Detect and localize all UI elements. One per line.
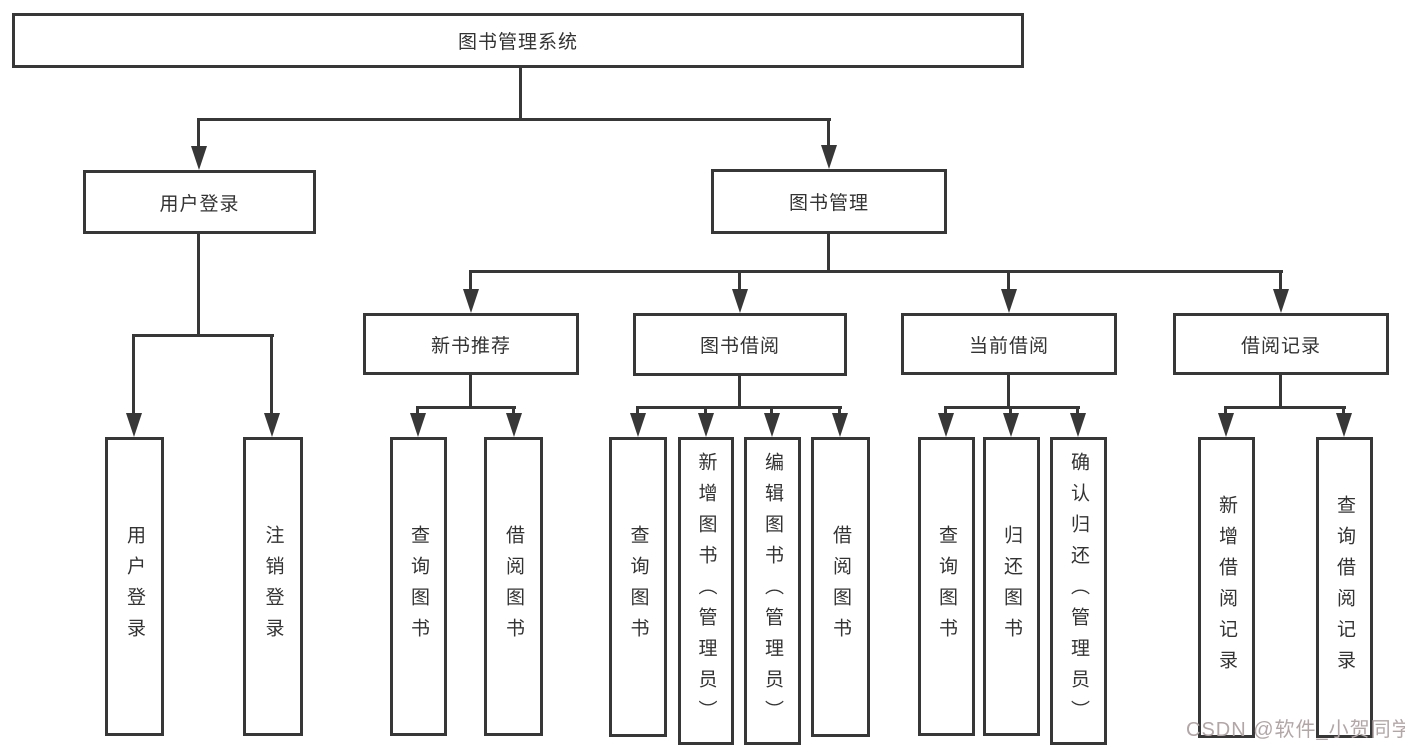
node-book-borrow: 图书借阅 <box>633 313 847 376</box>
connector-stem-leaf-user-login <box>132 334 135 416</box>
connector-stem-bb-borrow <box>838 406 841 416</box>
node-book-borrow-label: 图书借阅 <box>699 336 780 357</box>
leaf-new-book-borrow-books-label: 借阅图书 <box>503 524 524 649</box>
connector-borrow-records-horizontal <box>1224 406 1346 409</box>
node-new-book-recommend-label: 新书推荐 <box>430 335 511 357</box>
connector-stem-book-management <box>827 118 830 148</box>
leaf-borrow-edit-books-admin: 编辑图书（管理员） <box>744 437 801 745</box>
connector-stem-bb-edit <box>770 406 773 416</box>
connector-stem-cb-query <box>944 406 947 416</box>
leaf-records-query-record-label: 查询借阅记录 <box>1334 494 1355 681</box>
node-book-management: 图书管理 <box>711 169 947 234</box>
connector-stem-cb-confirm <box>1076 406 1079 416</box>
node-borrow-records-label: 借阅记录 <box>1240 335 1321 357</box>
leaf-records-add-record: 新增借阅记录 <box>1198 437 1255 738</box>
connector-level2-horizontal <box>197 118 831 121</box>
arrowhead-current-borrow <box>1001 289 1017 313</box>
connector-stem-new-book <box>469 270 472 292</box>
leaf-borrow-borrow-books: 借阅图书 <box>811 437 870 737</box>
connector-stem-borrow-records <box>1279 270 1282 292</box>
node-root-label: 图书管理系统 <box>457 32 578 53</box>
connector-stem-book-borrow <box>738 270 741 292</box>
leaf-borrow-query-books-label: 查询图书 <box>627 525 649 649</box>
leaf-user-login-label: 用户登录 <box>124 524 145 649</box>
arrowhead-bb-add <box>698 413 714 437</box>
arrowhead-bb-query <box>630 413 646 437</box>
node-user-login-label: 用户登录 <box>159 193 240 215</box>
arrowhead-bb-edit <box>764 413 780 437</box>
connector-book-borrow-horizontal <box>636 406 842 409</box>
connector-stem-leaf-logout <box>270 334 273 416</box>
leaf-borrow-edit-books-admin-label: 编辑图书（管理员） <box>762 451 783 731</box>
leaf-logout-label: 注销登录 <box>262 524 284 649</box>
connector-stem-bb-query <box>636 406 639 416</box>
connector-stem-user-login <box>197 118 200 148</box>
node-user-login: 用户登录 <box>83 170 316 234</box>
arrowhead-book-borrow <box>732 289 748 313</box>
connector-stem-bb-add <box>704 406 707 416</box>
leaf-current-query-books-label: 查询图书 <box>936 524 957 649</box>
arrowhead-borrow-records <box>1273 289 1289 313</box>
node-current-borrow: 当前借阅 <box>901 313 1117 375</box>
arrowhead-cb-confirm <box>1070 413 1086 437</box>
node-book-management-label: 图书管理 <box>788 193 869 214</box>
connector-stem-cb-return <box>1009 406 1012 416</box>
arrowhead-nb-query <box>410 413 426 437</box>
connector-stem-br-add <box>1224 406 1227 416</box>
connector-stem-nb-borrow <box>512 406 515 416</box>
leaf-borrow-add-books-admin-label: 新增图书（管理员） <box>695 451 717 731</box>
leaf-new-book-query-books: 查询图书 <box>390 437 447 736</box>
connector-user-login-horizontal <box>132 334 274 337</box>
leaf-current-query-books: 查询图书 <box>918 437 975 736</box>
leaf-current-return-books-label: 归还图书 <box>1001 524 1022 649</box>
connector-book-borrow-trunk <box>738 373 741 409</box>
connector-stem-current-borrow <box>1007 270 1010 292</box>
arrowhead-user-login <box>191 146 207 170</box>
connector-current-borrow-trunk <box>1007 373 1010 409</box>
connector-stem-nb-query <box>416 406 419 416</box>
arrowhead-leaf-logout <box>264 413 280 437</box>
connector-book-management-trunk <box>827 232 830 273</box>
arrowhead-nb-borrow <box>506 413 522 437</box>
connector-stem-br-query <box>1342 406 1345 416</box>
connector-borrow-records-trunk <box>1279 373 1282 409</box>
csdn-watermark: CSDN @软件_小贺同学 <box>1186 719 1405 741</box>
leaf-records-query-record: 查询借阅记录 <box>1316 437 1373 738</box>
arrowhead-new-book <box>463 289 479 313</box>
arrowhead-cb-query <box>938 413 954 437</box>
connector-level3-horizontal <box>469 270 1283 273</box>
arrowhead-br-add <box>1218 413 1234 437</box>
leaf-borrow-add-books-admin: 新增图书（管理员） <box>678 437 734 745</box>
connector-root-trunk <box>519 66 522 120</box>
arrowhead-bb-borrow <box>832 413 848 437</box>
node-current-borrow-label: 当前借阅 <box>968 335 1049 357</box>
connector-new-book-horizontal <box>416 406 516 409</box>
arrowhead-br-query <box>1336 413 1352 437</box>
connector-user-login-trunk <box>197 232 200 336</box>
leaf-user-login: 用户登录 <box>105 437 164 736</box>
node-root: 图书管理系统 <box>12 13 1024 68</box>
leaf-new-book-query-books-label: 查询图书 <box>408 524 429 649</box>
node-borrow-records: 借阅记录 <box>1173 313 1389 375</box>
leaf-borrow-query-books: 查询图书 <box>609 437 667 737</box>
leaf-current-confirm-return-admin-label: 确认归还（管理员） <box>1068 451 1089 731</box>
leaf-current-confirm-return-admin: 确认归还（管理员） <box>1050 437 1107 745</box>
arrowhead-cb-return <box>1003 413 1019 437</box>
connector-current-borrow-horizontal <box>944 406 1080 409</box>
leaf-new-book-borrow-books: 借阅图书 <box>484 437 543 736</box>
leaf-logout: 注销登录 <box>243 437 303 736</box>
leaf-records-add-record-label: 新增借阅记录 <box>1216 494 1237 681</box>
leaf-current-return-books: 归还图书 <box>983 437 1040 736</box>
arrowhead-leaf-user-login <box>126 413 142 437</box>
arrowhead-book-management <box>821 145 837 169</box>
node-new-book-recommend: 新书推荐 <box>363 313 579 375</box>
leaf-borrow-borrow-books-label: 借阅图书 <box>830 525 851 649</box>
connector-new-book-trunk <box>469 373 472 409</box>
